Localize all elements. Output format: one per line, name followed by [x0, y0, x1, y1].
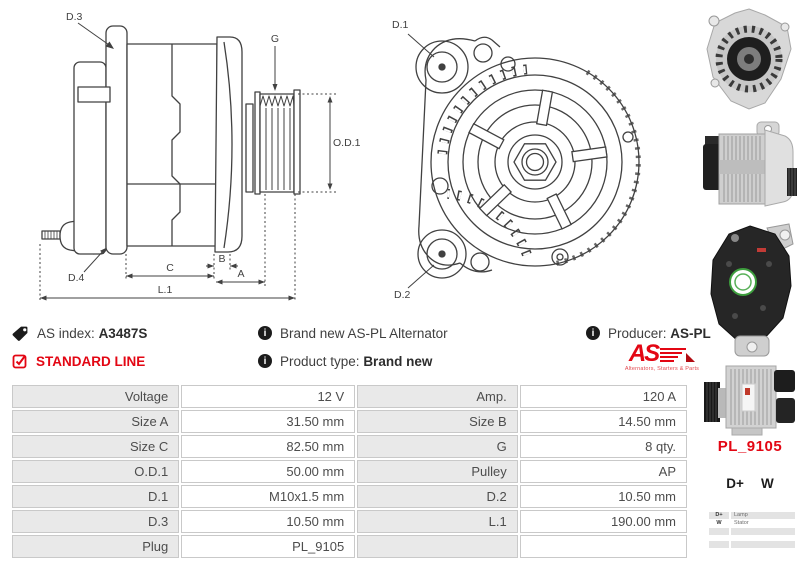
standard-line-item: STANDARD LINE — [12, 352, 145, 370]
product-type-text: Product type: Brand new — [280, 354, 432, 369]
spec-label: Pulley — [357, 460, 518, 483]
dim-label-d3: D.3 — [66, 11, 83, 23]
side-view-body — [41, 25, 301, 255]
spec-label: L.1 — [357, 510, 518, 533]
spec-value: 82.50 mm — [181, 435, 356, 458]
product-photo-rear — [710, 223, 794, 357]
spec-label: Size B — [357, 410, 518, 433]
front-view-leaders — [407, 33, 435, 289]
spec-value: 12 V — [181, 385, 356, 408]
dim-label-g: G — [271, 33, 279, 45]
spec-row: D.3 10.50 mm L.1 190.00 mm — [12, 510, 687, 533]
dim-label-d4: D.4 — [68, 272, 85, 284]
spec-label: D.3 — [12, 510, 180, 533]
pinout-legend: D+ Lamp W Stator — [709, 512, 795, 549]
spec-row: D.1 M10x1.5 mm D.2 10.50 mm — [12, 485, 687, 508]
spec-value: 31.50 mm — [181, 410, 356, 433]
specifications-table: Voltage 12 V Amp. 120 A Size A 31.50 mm … — [10, 383, 689, 560]
spec-label — [357, 535, 518, 558]
spec-value: AP — [519, 460, 687, 483]
standard-line-badge: STANDARD LINE — [36, 353, 146, 369]
description-item: i Brand new AS-PL Alternator — [258, 324, 448, 342]
pinout-row: D+ Lamp — [709, 512, 795, 519]
pinout-desc: Lamp — [731, 512, 795, 519]
producer-text: Producer: AS-PL — [608, 326, 711, 341]
dimension-arrowheads — [40, 41, 333, 301]
spec-label: Plug — [12, 535, 180, 558]
pinout-row-empty — [709, 528, 795, 535]
plug-code: PL_9105 — [717, 438, 783, 455]
producer-value: AS-PL — [670, 325, 711, 341]
spec-value: 10.50 mm — [181, 510, 356, 533]
spec-value: M10x1.5 mm — [181, 485, 356, 508]
product-photo-side — [703, 121, 797, 207]
spec-value: 14.50 mm — [519, 410, 687, 433]
producer-item: i Producer: AS-PL — [586, 324, 711, 342]
dim-label-od1: O.D.1 — [333, 137, 361, 149]
dim-label-d1: D.1 — [392, 19, 409, 31]
spec-row: O.D.1 50.00 mm Pulley AP — [12, 460, 687, 483]
spec-label: G — [357, 435, 518, 458]
spec-label: D.1 — [12, 485, 180, 508]
spec-value: 190.00 mm — [519, 510, 687, 533]
pinout-pin: D+ — [709, 512, 729, 519]
spec-value: 8 qty. — [519, 435, 687, 458]
dim-label-c: C — [166, 262, 174, 274]
tag-icon — [12, 326, 28, 341]
pinout-pin: W — [709, 520, 729, 527]
spec-value — [519, 535, 687, 558]
info-icon: i — [258, 326, 272, 340]
product-type-label: Product type: — [280, 353, 360, 369]
front-view-body — [415, 36, 641, 279]
spec-value: 10.50 mm — [519, 485, 687, 508]
dim-label-b: B — [218, 253, 225, 265]
dim-label-l1: L.1 — [158, 284, 173, 296]
description-text: Brand new AS-PL Alternator — [280, 325, 448, 341]
info-icon: i — [586, 326, 600, 340]
product-type-item: i Product type: Brand new — [258, 352, 432, 370]
terminal-w: W — [760, 476, 774, 491]
as-index-value: A3487S — [98, 325, 148, 341]
spec-label: O.D.1 — [12, 460, 180, 483]
as-index-label: AS index: — [37, 325, 95, 341]
spec-row: Size A 31.50 mm Size B 14.50 mm — [12, 410, 687, 433]
as-index-item: AS index: A3487S — [12, 324, 147, 342]
terminal-dplus: D+ — [726, 476, 744, 491]
spec-value: PL_9105 — [181, 535, 356, 558]
as-logo-tagline: Alternators, Starters & Parts — [624, 366, 700, 372]
product-photo-front — [706, 8, 792, 110]
spec-label: D.2 — [357, 485, 518, 508]
pinout-row-empty — [709, 541, 795, 548]
checked-checkbox-icon — [12, 354, 27, 369]
pulley-spokes — [468, 89, 608, 230]
product-photo-angled — [704, 365, 795, 436]
spec-label: Voltage — [12, 385, 180, 408]
as-logo-text: AS — [628, 340, 660, 367]
producer-label: Producer: — [608, 325, 667, 341]
product-type-value: Brand new — [363, 353, 433, 369]
side-view-technical-drawing: D.3 G O.D.1 D.4 C B A L.1 — [39, 11, 361, 302]
spec-value: 50.00 mm — [181, 460, 356, 483]
side-view-dimensions — [39, 22, 336, 302]
spec-value: 120 A — [519, 385, 687, 408]
terminal-markings: D+ W — [703, 476, 797, 491]
dim-label-a: A — [237, 268, 244, 280]
as-pl-logo: AS Alternators, Starters & Parts — [616, 340, 708, 373]
spec-label: Size C — [12, 435, 180, 458]
pinout-desc: Stator — [731, 520, 795, 527]
spec-row: Size C 82.50 mm G 8 qty. — [12, 435, 687, 458]
spec-label: Amp. — [357, 385, 518, 408]
spec-label: Size A — [12, 410, 180, 433]
front-view-technical-drawing: D.1 D.2 — [392, 19, 641, 301]
as-logo-triangle — [686, 353, 696, 362]
spec-row: Plug PL_9105 — [12, 535, 687, 558]
dim-label-d2: D.2 — [394, 289, 411, 301]
info-icon: i — [258, 354, 272, 368]
as-logo-stripes — [660, 348, 687, 362]
pinout-row: W Stator — [709, 520, 795, 527]
as-index-text: AS index: A3487S — [37, 326, 147, 341]
spec-row: Voltage 12 V Amp. 120 A — [12, 385, 687, 408]
